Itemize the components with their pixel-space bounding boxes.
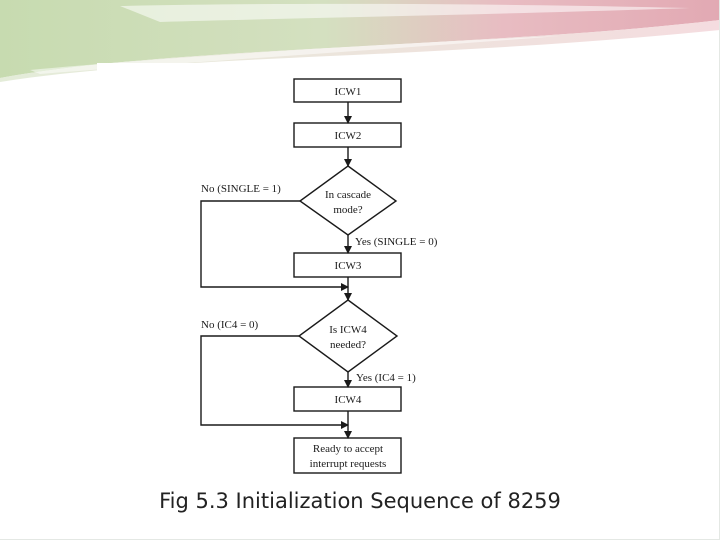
figure-caption: Fig 5.3 Initialization Sequence of 8259 [159,489,561,513]
cascade-decision-line2: mode? [333,204,362,216]
icw4-no-label: No (IC4 = 0) [201,319,259,331]
flowchart: ICW1 ICW2 In cascade mode? ICW3 Is ICW4 … [200,78,438,474]
cascade-yes-label: Yes (SINGLE = 0) [355,236,438,248]
icw2-label: ICW2 [335,130,362,142]
ready-line1: Ready to accept [313,443,383,455]
cascade-no-label: No (SINGLE = 1) [201,183,281,195]
header-wave-light [0,20,720,82]
icw3-label: ICW3 [335,260,362,272]
icw4-yes-label: Yes (IC4 = 1) [356,372,416,384]
icw1-label: ICW1 [335,86,362,98]
icw4-decision-diamond [297,299,399,373]
header-streak [120,3,690,22]
icw4-decision-line1: Is ICW4 [329,324,367,336]
icw4-decision-line2: needed? [330,339,366,351]
ready-line2: interrupt requests [310,458,387,470]
cascade-decision-line1: In cascade [325,189,371,201]
icw4-label: ICW4 [335,394,362,406]
bypass-cascade-no [200,200,349,291]
bypass-icw4-no [200,335,349,429]
figure-panel [97,63,563,493]
